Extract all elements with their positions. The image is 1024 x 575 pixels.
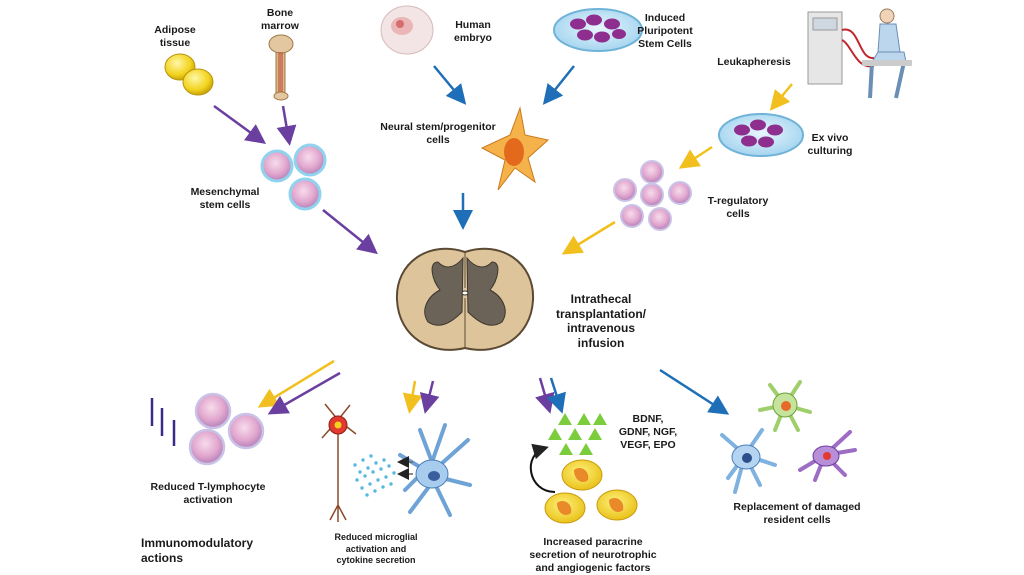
label-ex-vivo: Ex vivo culturing bbox=[807, 132, 853, 157]
patient-apheresis-icon bbox=[807, 8, 912, 99]
label-t-regulatory: T-regulatory cells bbox=[707, 195, 769, 220]
t-regulatory-cells-icon bbox=[613, 160, 692, 231]
label-adipose-tissue: Adipose tissue bbox=[154, 24, 196, 49]
petri-dish-icon bbox=[553, 8, 643, 52]
cycle-arrow-icon bbox=[529, 443, 556, 493]
label-paracrine: Increased paracrine secretion of neurotr… bbox=[529, 536, 657, 574]
astrocyte-icon bbox=[720, 428, 777, 494]
petri-dish-icon bbox=[718, 113, 804, 157]
label-microglial: Reduced microglial activation and cytoki… bbox=[334, 532, 418, 565]
label-ipsc: Induced Pluripotent Stem Cells bbox=[637, 12, 693, 50]
mesenchymal-cells-icon bbox=[260, 143, 327, 211]
arrows-inbound bbox=[213, 65, 793, 255]
label-t-lymphocyte: Reduced T-lymphocyte activation bbox=[150, 481, 266, 506]
label-neural-progenitor: Neural stem/progenitor cells bbox=[380, 121, 496, 146]
paracrine-cells-icon bbox=[544, 459, 638, 524]
label-bone-marrow: Bone marrow bbox=[261, 7, 299, 32]
label-mesenchymal-stem-cells: Mesenchymal stem cells bbox=[190, 186, 260, 211]
cytokine-dots bbox=[353, 454, 396, 497]
label-leukapheresis: Leukapheresis bbox=[717, 56, 791, 68]
label-immunomodulatory: Immunomodulatory actions bbox=[141, 536, 254, 565]
t-lymphocyte-icon bbox=[150, 392, 265, 466]
bone-icon bbox=[268, 34, 294, 101]
arrows-outbound bbox=[257, 359, 730, 415]
microglia-icon bbox=[397, 423, 472, 517]
label-route: Intrathecal transplantation/ intravenous… bbox=[555, 292, 646, 350]
embryo-icon bbox=[380, 5, 434, 55]
oligodendrocyte-icon bbox=[798, 430, 857, 482]
oligodendrocyte-icon bbox=[758, 380, 812, 432]
neurotrophic-factors-icon bbox=[548, 413, 607, 455]
label-replacement: Replacement of damaged resident cells bbox=[733, 501, 861, 526]
label-human-embryo: Human embryo bbox=[454, 19, 492, 44]
label-factors-list: BDNF, GDNF, NGF, VEGF, EPO bbox=[618, 413, 678, 451]
neural-progenitor-icon bbox=[480, 106, 550, 191]
spinal-cord-icon bbox=[395, 247, 535, 351]
neuron-icon bbox=[321, 403, 357, 522]
adipose-icon bbox=[164, 53, 214, 96]
